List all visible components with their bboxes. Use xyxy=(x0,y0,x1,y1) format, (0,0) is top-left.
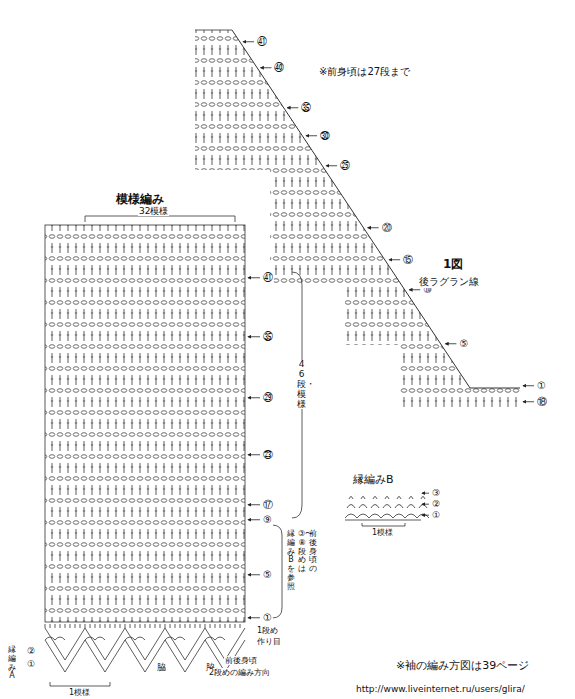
raglan-line xyxy=(232,30,520,388)
row-number: ⑨ xyxy=(262,514,273,526)
width-bracket xyxy=(85,216,235,222)
leader-arrow xyxy=(248,454,260,455)
row-number: ② xyxy=(431,499,441,509)
row-number: ① xyxy=(536,380,547,392)
note: ※前身頃は27段まで xyxy=(318,66,411,78)
leader-arrow xyxy=(368,227,379,228)
row-count: 46段・模様 xyxy=(297,360,306,409)
leader-lines xyxy=(243,42,534,618)
leader-arrow xyxy=(306,135,317,136)
row-number: ⑱ xyxy=(536,396,548,408)
row-number: ⑤ xyxy=(458,338,469,350)
note: 前後身頃の xyxy=(309,530,317,574)
row-label: 1段め xyxy=(256,626,279,635)
leader-arrow xyxy=(422,493,429,494)
chart-title: 模様編み xyxy=(115,193,165,207)
note: 縁編みBを参照 xyxy=(287,530,295,592)
row-number: ㊶ xyxy=(262,272,274,284)
row-number: ㉚ xyxy=(319,130,331,142)
direction-note: 2段めの編み方向 xyxy=(208,668,271,677)
edging-title: 縁編みA xyxy=(8,646,16,681)
pattern-chart xyxy=(45,225,245,622)
raglan-chart xyxy=(190,25,530,415)
row-label: 作り目 xyxy=(256,637,282,646)
row-number: ㊶ xyxy=(256,36,268,48)
row-number: ㉟ xyxy=(300,102,312,114)
repeat-label: 1模様 xyxy=(371,528,394,537)
part-name: 前後身頃 xyxy=(224,656,258,665)
row-number: ① xyxy=(26,659,36,669)
leader-arrow xyxy=(248,336,260,337)
leader-arrow xyxy=(422,515,429,516)
leader-arrow xyxy=(326,165,337,166)
row-number: ① xyxy=(431,510,441,520)
row-number: ㊵ xyxy=(273,62,285,74)
row-number: ㉙ xyxy=(262,392,274,404)
leader-arrow xyxy=(248,277,260,278)
row-number: ㉓ xyxy=(262,449,274,461)
part-name: 後ラグラン線 xyxy=(418,276,480,288)
row-number: ③ xyxy=(431,488,441,498)
row-number: ㉟ xyxy=(262,331,274,343)
edging-title: 縁編みB xyxy=(352,474,395,487)
row-number: ⑳ xyxy=(381,222,393,234)
leader-arrow xyxy=(248,617,260,618)
row-number: ② xyxy=(26,646,36,656)
leader-arrow xyxy=(422,504,429,505)
row-number: ⑤ xyxy=(262,569,273,581)
row-number: ㉕ xyxy=(339,160,351,172)
row-number: ⑰ xyxy=(262,499,274,511)
side-label: 脇 xyxy=(156,662,167,672)
repeat-bracket xyxy=(50,682,110,686)
edging-a xyxy=(45,624,245,672)
leader-arrow xyxy=(287,107,298,108)
leader-arrow xyxy=(445,343,456,344)
leader-arrow xyxy=(523,401,534,402)
row-bracket xyxy=(272,525,282,618)
leader-arrow xyxy=(389,259,400,260)
watermark: http://www.liveinternet.ru/users/glira/ xyxy=(355,684,526,694)
edging-b xyxy=(345,497,429,521)
repeat-count: 32模様 xyxy=(138,206,169,216)
row-number: ① xyxy=(262,612,273,624)
note: ※袖の編み方図は39ページ xyxy=(395,660,530,673)
leader-arrow xyxy=(248,504,260,505)
leader-arrow xyxy=(260,67,271,68)
leader-arrow xyxy=(248,519,260,520)
leader-arrow xyxy=(248,574,260,575)
repeat-label: 1模様 xyxy=(68,688,91,697)
leader-arrow xyxy=(409,289,420,290)
note: ③〜⑧段めは xyxy=(298,530,306,574)
row-number: ⑮ xyxy=(402,254,414,266)
figure-number: 1図 xyxy=(442,258,464,272)
leader-arrow xyxy=(523,385,534,386)
leader-arrow xyxy=(243,41,254,42)
repeat-bracket xyxy=(362,523,405,526)
leader-arrow xyxy=(248,397,260,398)
